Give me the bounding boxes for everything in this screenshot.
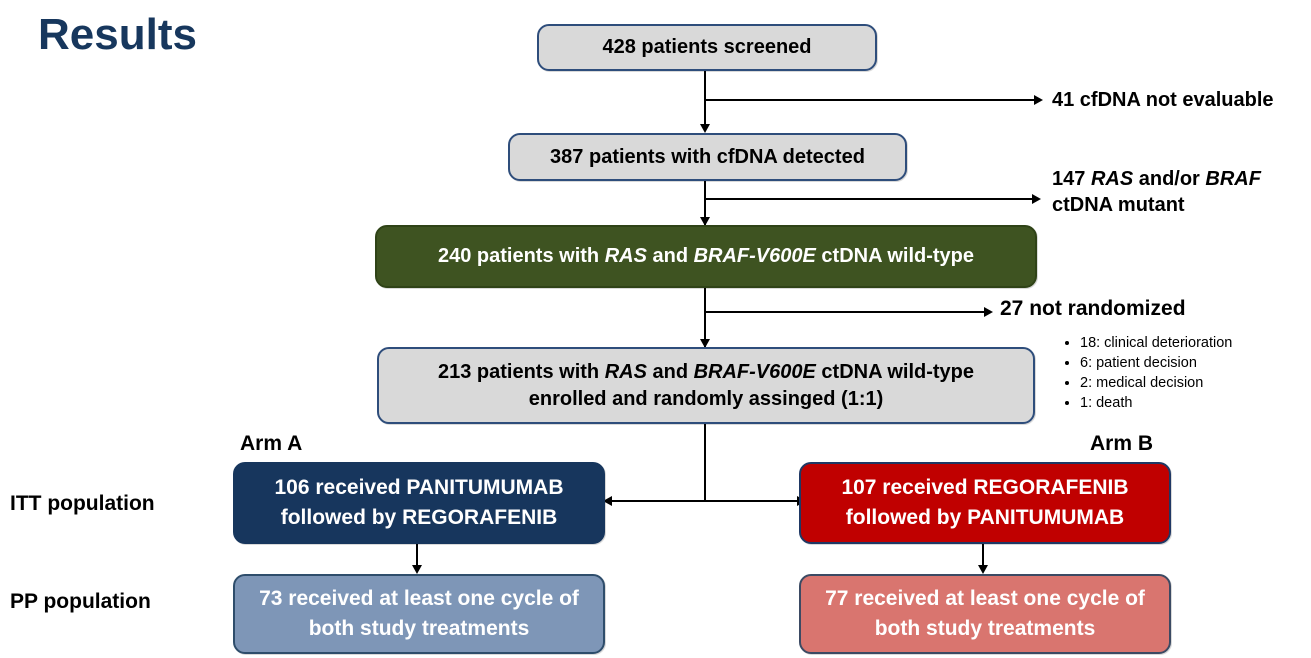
branch-not-evaluable-label: 41 cfDNA not evaluable — [1052, 89, 1274, 111]
box-arm-b-line1: 107 received REGORAFENIB — [841, 476, 1129, 499]
connector-armb-ppb — [982, 540, 984, 569]
connector-arm-split — [611, 500, 799, 502]
reason-item: 18: clinical deterioration — [1080, 334, 1232, 353]
box-pp-b-line1: 77 received at least one cycle of — [825, 587, 1145, 610]
arrowhead-into-wildtype — [700, 217, 710, 226]
arrowhead-into-pp-a — [412, 565, 422, 574]
arrowhead-into-arm-a — [603, 496, 612, 506]
branch-mutant-label: 147 RAS and/or BRAF ctDNA mutant — [1052, 166, 1261, 218]
reason-item: 2: medical decision — [1080, 374, 1232, 393]
box-screened: 428 patients screened — [537, 24, 877, 71]
box-pp-a-line1: 73 received at least one cycle of — [259, 587, 579, 610]
itt-population-label: ITT population — [10, 492, 155, 515]
box-cfdna-detected: 387 patients with cfDNA detected — [508, 133, 907, 181]
box-arm-a-line2: followed by REGORAFENIB — [280, 506, 558, 529]
box-arm-b-line2: followed by PANITUMUMAB — [845, 506, 1125, 529]
box-arm-a: 106 received PANITUMUMAB followed by REG… — [233, 462, 605, 544]
not-randomized-reasons-list: 18: clinical deterioration 6: patient de… — [1062, 334, 1232, 414]
branch-mutant-line1: 147 RAS and/or BRAF — [1052, 168, 1261, 190]
box-randomized: 213 patients with RAS and BRAF-V600E ctD… — [377, 347, 1035, 424]
box-arm-a-line1: 106 received PANITUMUMAB — [274, 476, 564, 499]
connector-wildtype-randomized — [704, 284, 706, 347]
box-pp-a: 73 received at least one cycle of both s… — [233, 574, 605, 654]
reason-item: 6: patient decision — [1080, 354, 1232, 373]
box-pp-b: 77 received at least one cycle of both s… — [799, 574, 1171, 654]
branch-not-randomized-label: 27 not randomized — [1000, 297, 1186, 320]
arrowhead-not-randomized — [984, 307, 993, 317]
connector-screened-detected — [704, 67, 706, 129]
box-ctdna-wildtype-label: 240 patients with RAS and BRAF-V600E ctD… — [437, 245, 975, 267]
branch-mutant-line2: ctDNA mutant — [1052, 194, 1185, 216]
connector-not-randomized — [704, 311, 986, 313]
box-randomized-line2: enrolled and randomly assinged (1:1) — [528, 387, 884, 410]
arrowhead-into-pp-b — [978, 565, 988, 574]
connector-mutant — [704, 198, 1034, 200]
box-ctdna-wildtype: 240 patients with RAS and BRAF-V600E ctD… — [375, 225, 1037, 288]
box-pp-a-line2: both study treatments — [308, 617, 530, 640]
arrowhead-into-detected — [700, 124, 710, 133]
arrowhead-not-evaluable — [1034, 95, 1043, 105]
connector-not-evaluable — [704, 99, 1036, 101]
box-pp-b-line2: both study treatments — [874, 617, 1096, 640]
box-cfdna-detected-label: 387 patients with cfDNA detected — [550, 145, 865, 168]
arm-a-label: Arm A — [240, 432, 303, 455]
box-arm-b: 107 received REGORAFENIB followed by PAN… — [799, 462, 1171, 544]
box-screened-label: 428 patients screened — [602, 36, 812, 58]
arrowhead-into-randomized — [700, 339, 710, 348]
reason-item: 1: death — [1080, 394, 1232, 413]
connector-randomized-split — [704, 420, 706, 502]
pp-population-label: PP population — [10, 590, 151, 613]
connector-arma-ppa — [416, 540, 418, 569]
arm-b-label: Arm B — [1090, 432, 1154, 455]
arrowhead-mutant — [1032, 194, 1041, 204]
page-title: Results — [38, 10, 197, 59]
box-randomized-line1: 213 patients with RAS and BRAF-V600E ctD… — [437, 360, 975, 383]
connector-detected-wildtype — [704, 177, 706, 225]
